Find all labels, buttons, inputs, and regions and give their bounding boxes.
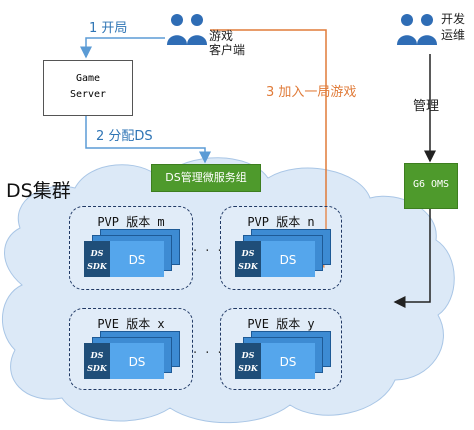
- ds-label: DS: [128, 253, 146, 267]
- ds-block: DS: [261, 343, 315, 379]
- sdk-label-sdk: SDK: [238, 363, 258, 373]
- ds-instance: DS SDK DS: [235, 343, 315, 379]
- client-label-1: 游戏: [209, 29, 234, 43]
- ds-label: DS: [128, 355, 146, 369]
- sdk-label-sdk: SDK: [238, 261, 258, 271]
- ds-manager-label: DS管理微服务组: [165, 171, 247, 184]
- ds-manager-box: DS管理微服务组: [151, 164, 261, 192]
- sdk-label-ds: DS: [241, 248, 255, 258]
- ds-sdk-block: DS SDK: [235, 241, 261, 277]
- arrow-oms-cluster: [393, 208, 431, 308]
- g6-oms-label: G6 OMS: [412, 179, 450, 190]
- ds-label: DS: [279, 253, 297, 267]
- ds-instance: DS SDK DS: [235, 241, 315, 277]
- g6-oms-box: G6 OMS: [404, 163, 458, 209]
- ops-label-1: 开发: [441, 12, 466, 26]
- step3-label: 3 加入一局游戏: [266, 85, 357, 100]
- group-pvp-n: PVP 版本 n DS SDK DS: [220, 206, 342, 290]
- group-pve-x: PVE 版本 x DS SDK DS: [69, 308, 193, 390]
- ds-sdk-block: DS SDK: [235, 343, 261, 379]
- ds-instance: DS SDK DS: [84, 241, 164, 277]
- group-title: PVE 版本 y: [247, 317, 315, 331]
- sdk-label-ds: DS: [241, 350, 255, 360]
- ellipsis-bottom: · · ·: [193, 346, 224, 361]
- sdk-label-sdk: SDK: [87, 261, 107, 271]
- users-icon: [397, 14, 437, 45]
- ds-sdk-block: DS SDK: [84, 343, 110, 379]
- arrow-start-game: [80, 37, 165, 59]
- game-server-line2: Server: [69, 89, 107, 100]
- users-icon: [167, 14, 207, 45]
- sdk-label-ds: DS: [90, 248, 104, 258]
- ds-label: DS: [279, 355, 297, 369]
- cluster-title: DS集群: [6, 180, 71, 202]
- sdk-label-ds: DS: [90, 350, 104, 360]
- group-title: PVP 版本 n: [247, 215, 315, 229]
- group-pvp-m: PVP 版本 m DS SDK DS: [69, 206, 193, 290]
- client-label-2: 客户端: [209, 43, 246, 57]
- game-server-line1: Game: [75, 73, 101, 84]
- step1-label: 1 开局: [89, 21, 128, 36]
- manage-label: 管理: [413, 99, 440, 114]
- ellipsis-top: · · ·: [193, 244, 224, 259]
- ds-block: DS: [110, 343, 164, 379]
- sdk-label-sdk: SDK: [87, 363, 107, 373]
- ds-sdk-block: DS SDK: [84, 241, 110, 277]
- ds-block: DS: [261, 241, 315, 277]
- group-title: PVE 版本 x: [97, 317, 165, 331]
- group-pve-y: PVE 版本 y DS SDK DS: [220, 308, 342, 390]
- game-server-box: Game Server: [43, 60, 133, 116]
- step2-label: 2 分配DS: [96, 129, 153, 144]
- group-title: PVP 版本 m: [97, 215, 165, 229]
- ds-block: DS: [110, 241, 164, 277]
- ds-instance: DS SDK DS: [84, 343, 164, 379]
- arrow-assign-ds: [85, 115, 211, 164]
- ops-label-2: 运维: [441, 28, 466, 42]
